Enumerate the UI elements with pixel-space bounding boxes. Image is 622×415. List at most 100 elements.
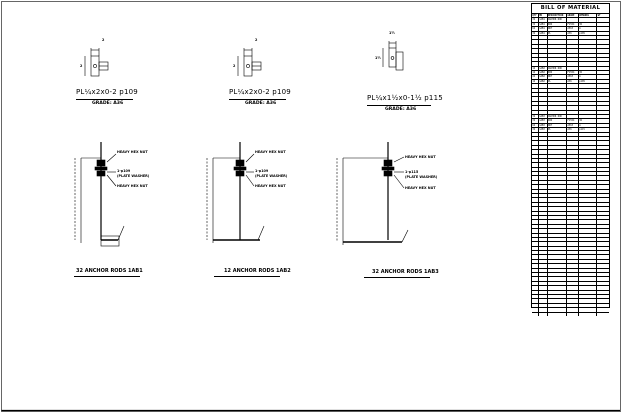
bom-cell	[579, 49, 598, 53]
bom-cell	[579, 224, 598, 229]
bom-cell	[548, 40, 568, 44]
bom-cell	[548, 202, 568, 207]
bom-row	[532, 100, 609, 106]
bom-cell: 1AB2	[539, 66, 548, 71]
bom-cell	[532, 202, 539, 207]
bom-cell: 32	[532, 119, 539, 123]
bom-cell	[532, 229, 539, 233]
bom-row	[532, 289, 609, 294]
bom-cell	[548, 233, 568, 237]
bom-cell: PL	[548, 128, 568, 132]
bom-cell	[532, 237, 539, 242]
bom-cell	[532, 110, 539, 114]
bom-row	[532, 276, 609, 281]
bom-cell	[579, 180, 598, 185]
bom-cell	[548, 211, 568, 215]
bom-cell	[567, 176, 579, 180]
bom-cell	[539, 299, 548, 303]
bom-cell	[579, 172, 598, 176]
bom-row	[532, 92, 609, 97]
bom-cell	[567, 220, 579, 224]
bom-row	[532, 140, 609, 145]
bom-cell	[548, 35, 568, 40]
plate-2-title: PL¼x2x0-2 p109	[229, 88, 291, 96]
bom-cell: 1AB2	[539, 71, 548, 75]
bom-cell	[579, 158, 598, 163]
rod-1-title-underline	[74, 276, 140, 277]
bom-cell	[539, 259, 548, 264]
plate-1-title: PL¼x2x0-2 p109	[76, 88, 138, 96]
bom-cell	[567, 229, 579, 233]
bom-cell	[567, 158, 579, 163]
bom-cell	[579, 62, 598, 66]
bom-cell	[579, 93, 598, 97]
bom-row	[532, 109, 609, 114]
bom-row	[532, 294, 609, 299]
bom-cell	[548, 97, 568, 101]
bom-cell	[539, 44, 548, 49]
bom-cell	[579, 299, 598, 303]
bom-cell	[548, 93, 568, 97]
bom-cell: ROD	[548, 22, 568, 27]
bom-cell	[532, 163, 539, 167]
bom-cell: ANCHOR ROD	[548, 66, 568, 71]
bom-cell	[548, 158, 568, 163]
bom-cell	[548, 246, 568, 251]
bom-cell	[579, 106, 598, 110]
bom-cell: 36	[579, 71, 598, 75]
bom-cell	[548, 145, 568, 150]
bom-cell: PL	[548, 31, 568, 35]
bom-cell	[579, 268, 598, 273]
bom-cell	[532, 106, 539, 110]
bom-cell	[579, 167, 598, 172]
rod-2-washer-note: (PLATE WASHER)	[255, 174, 288, 178]
bom-cell	[579, 114, 598, 119]
bom-cell	[548, 176, 568, 180]
bom-row	[532, 96, 609, 101]
plate-2-front-view	[243, 55, 253, 77]
bom-cell: F1554	[567, 119, 579, 123]
bom-cell	[532, 233, 539, 237]
bom-cell	[567, 18, 579, 22]
bom-cell	[532, 84, 539, 88]
plate-2-grade: GRADE: A36	[245, 101, 277, 106]
bom-cell	[539, 136, 548, 141]
bom-cell	[579, 198, 598, 202]
bom-cell	[548, 180, 568, 185]
bom-cell	[548, 44, 568, 49]
bom-cell	[579, 44, 598, 49]
bom-cell	[539, 303, 548, 308]
bom-cell	[567, 259, 579, 264]
bom-cell	[548, 194, 568, 198]
bom-cell: 32	[532, 114, 539, 119]
bom-cell	[539, 224, 548, 229]
bom-cell: 32	[532, 18, 539, 22]
bom-cell: 1AB3	[539, 128, 548, 132]
bom-row	[532, 135, 609, 141]
bom-cell	[567, 215, 579, 220]
plate-3-front-view	[388, 47, 397, 68]
bom-cell	[532, 97, 539, 101]
bom-cell	[539, 277, 548, 281]
bom-row	[532, 219, 609, 224]
bom-cell: 24	[532, 75, 539, 79]
plate-2-top-dimension: 2	[255, 38, 258, 42]
bom-cell	[548, 167, 568, 172]
rod-1-washer-callout: 1-p109	[117, 169, 131, 173]
bom-cell	[567, 198, 579, 202]
bom-cell	[567, 141, 579, 145]
bom-cell	[532, 268, 539, 273]
bom-cell	[579, 233, 598, 237]
bom-cell	[579, 141, 598, 145]
bom-row	[532, 87, 609, 93]
bom-row	[532, 267, 609, 273]
bom-cell: GRADE	[567, 14, 579, 18]
bom-cell	[548, 286, 568, 290]
bom-cell	[532, 246, 539, 251]
bom-cell	[567, 290, 579, 294]
bom-cell	[539, 264, 548, 268]
bom-cell	[532, 176, 539, 180]
bom-cell: 32	[532, 22, 539, 27]
bom-cell	[548, 264, 568, 268]
